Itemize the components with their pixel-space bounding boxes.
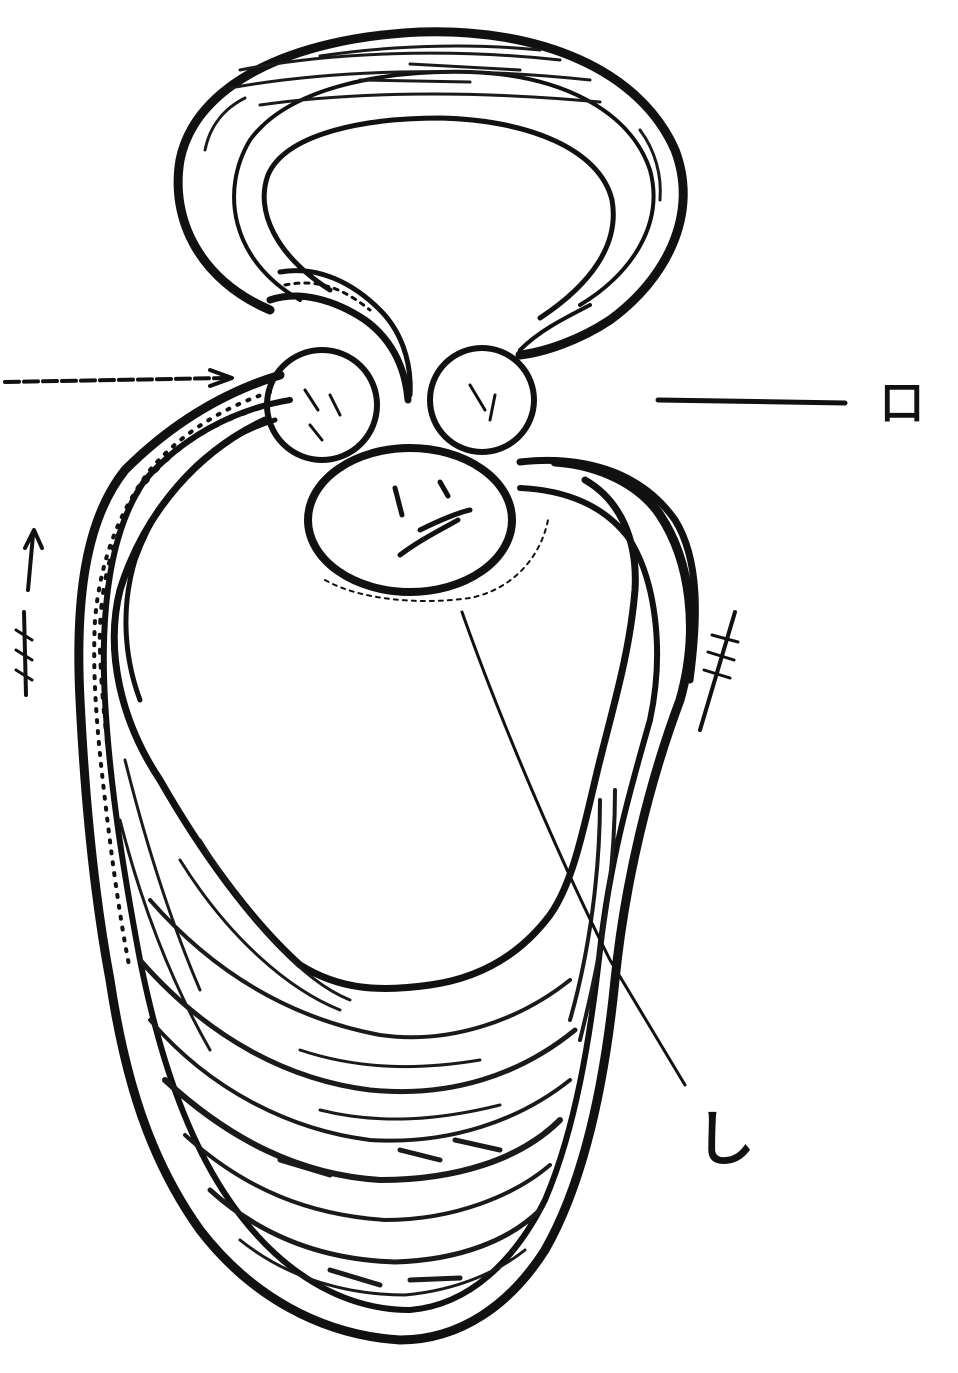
pointer-left-arrow bbox=[5, 370, 232, 386]
top-loop bbox=[178, 32, 683, 355]
right-label: 口 bbox=[880, 378, 924, 429]
left-node bbox=[267, 350, 377, 460]
pointer-right-line bbox=[658, 400, 845, 403]
right-arrow-icon bbox=[700, 612, 738, 730]
inner-chamber bbox=[114, 420, 635, 988]
right-node bbox=[430, 348, 534, 452]
neck-strands bbox=[270, 271, 590, 400]
left-arrow-icon bbox=[16, 530, 42, 695]
bottom-label: し bbox=[695, 1105, 755, 1175]
central-body bbox=[308, 448, 548, 601]
